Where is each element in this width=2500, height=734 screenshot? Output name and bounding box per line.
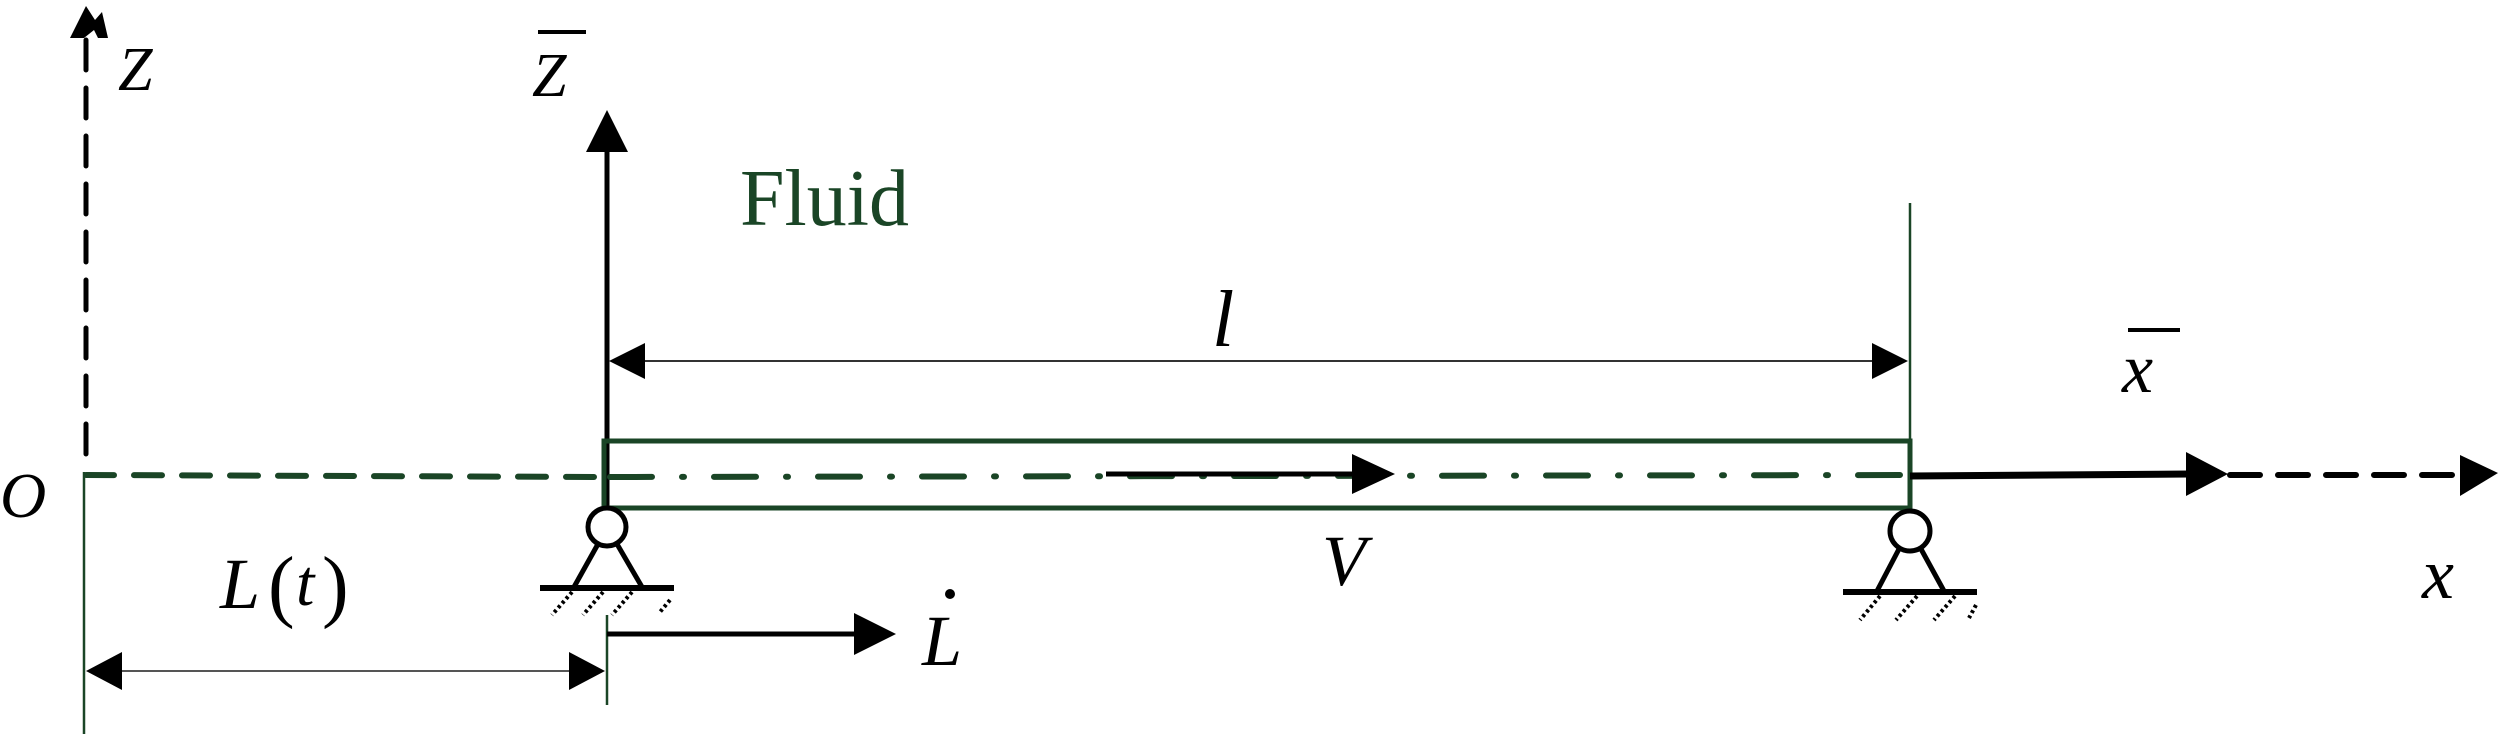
x-axis-dashed-segment-left [83, 472, 609, 480]
z-axis-label: Z [118, 36, 153, 104]
svg-text:t: t [296, 547, 316, 620]
fluid-velocity-arrow [1106, 454, 1395, 494]
z-bar-axis-label: Z [532, 42, 567, 110]
axial-speed-arrow [607, 613, 896, 655]
position-dimension [86, 615, 609, 705]
svg-text:(: ( [268, 542, 295, 630]
fluid-label: Fluid [740, 155, 909, 243]
position-label: L ( t ) [219, 542, 349, 630]
left-pin-circle-icon [585, 505, 629, 549]
right-pin-support [1843, 508, 1978, 622]
right-pin-circle-icon [1887, 508, 1933, 554]
position-right-arrowhead-icon [569, 652, 605, 690]
left-pin-support [540, 505, 674, 617]
axial-speed-label: L [921, 601, 962, 681]
z-axis [70, 6, 108, 473]
origin-label: O [0, 460, 46, 531]
z-axis-arrowhead-icon [70, 6, 108, 38]
span-right-arrowhead-icon [1872, 343, 1908, 379]
span-length-label: l [1212, 276, 1234, 364]
dot-accent-icon [945, 589, 955, 599]
span-left-arrowhead-icon [609, 343, 645, 379]
x-bar-axis [1909, 452, 2228, 496]
svg-text:): ) [322, 542, 349, 630]
x-bar-arrowhead-icon [2186, 452, 2228, 496]
z-bar-axis [586, 110, 628, 510]
x-axis-label: x [2421, 534, 2454, 614]
z-bar-arrowhead-icon [586, 110, 628, 152]
velocity-label: V [1322, 521, 1373, 601]
velocity-arrowhead-icon [1352, 454, 1395, 494]
svg-text:L: L [219, 544, 260, 624]
x-bar-axis-label: x [2121, 331, 2153, 408]
x-axis-arrowhead-icon [2460, 455, 2498, 496]
axial-speed-arrowhead-icon [854, 613, 896, 655]
position-left-arrowhead-icon [86, 652, 122, 690]
span-dimension [609, 343, 1908, 379]
x-axis [2227, 455, 2498, 496]
